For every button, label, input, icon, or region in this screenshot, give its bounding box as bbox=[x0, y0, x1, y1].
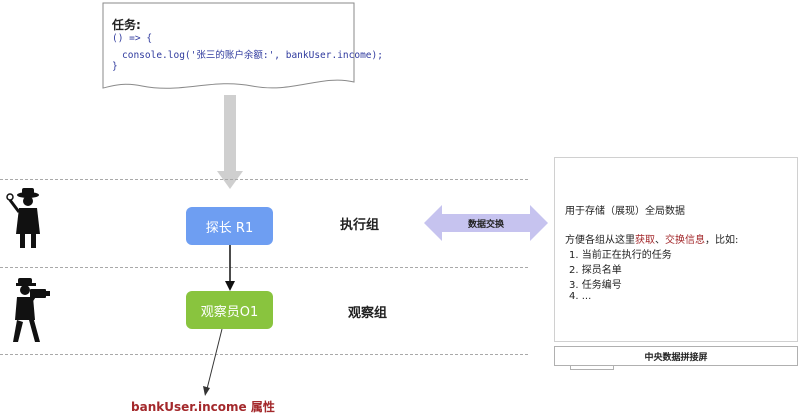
panel-usage-sep: 、 bbox=[655, 235, 665, 246]
observe-group-label: 观察组 bbox=[348, 306, 388, 321]
screen-foot bbox=[570, 366, 614, 370]
code-line: console.log('张三的账户余额:', bankUser.income)… bbox=[122, 50, 383, 61]
code-line: () => { bbox=[112, 33, 153, 44]
screen-label: 中央数据拼接屏 bbox=[644, 352, 708, 363]
list-item: 2. 探员名单 bbox=[569, 265, 622, 276]
watch-arrow bbox=[203, 329, 223, 396]
observer-figure-icon bbox=[13, 278, 50, 342]
list-item: 3. 任务编号 bbox=[569, 280, 622, 291]
panel-highlight-get: 获取 bbox=[635, 235, 655, 246]
detective-box: 探长 R1 bbox=[186, 207, 273, 245]
task-card-shape bbox=[102, 2, 355, 89]
panel-usage-text: 方便各组从这里 bbox=[565, 235, 635, 246]
exec-group-label: 执行组 bbox=[340, 218, 380, 233]
report-arrow bbox=[225, 245, 235, 291]
separator-line bbox=[0, 267, 528, 268]
data-exchange-label: 数据交换 bbox=[467, 219, 504, 230]
screen-base: 中央数据拼接屏 bbox=[554, 346, 798, 366]
observer-box: 观察员O1 bbox=[186, 291, 273, 329]
detective-label: 探长 R1 bbox=[205, 220, 254, 236]
observer-label: 观察员O1 bbox=[200, 304, 259, 320]
detective-figure-icon bbox=[6, 188, 40, 248]
list-item: 1. 当前正在执行的任务 bbox=[569, 250, 672, 261]
panel-usage-suffix: ，比如: bbox=[705, 235, 739, 246]
attribute-label: bankUser.income 属性 bbox=[131, 400, 275, 414]
data-exchange-arrow bbox=[424, 205, 548, 241]
separator-line bbox=[0, 354, 528, 355]
code-line: } bbox=[112, 61, 118, 72]
task-title: 任务: bbox=[112, 18, 141, 32]
list-item: 4. ... bbox=[569, 291, 592, 302]
dispatch-arrow bbox=[217, 95, 243, 189]
panel-description: 用于存储（展现）全局数据 bbox=[565, 206, 685, 217]
panel-usage: 方便各组从这里获取、交换信息，比如: bbox=[565, 231, 738, 246]
separator-line bbox=[0, 179, 528, 180]
task-card: 任务: () => { console.log('张三的账户余额:', bank… bbox=[102, 2, 383, 89]
central-data-panel: 用于存储（展现）全局数据 方便各组从这里获取、交换信息，比如: 1. 当前正在执… bbox=[554, 157, 798, 342]
panel-highlight-exchange: 交换信息 bbox=[665, 235, 705, 246]
